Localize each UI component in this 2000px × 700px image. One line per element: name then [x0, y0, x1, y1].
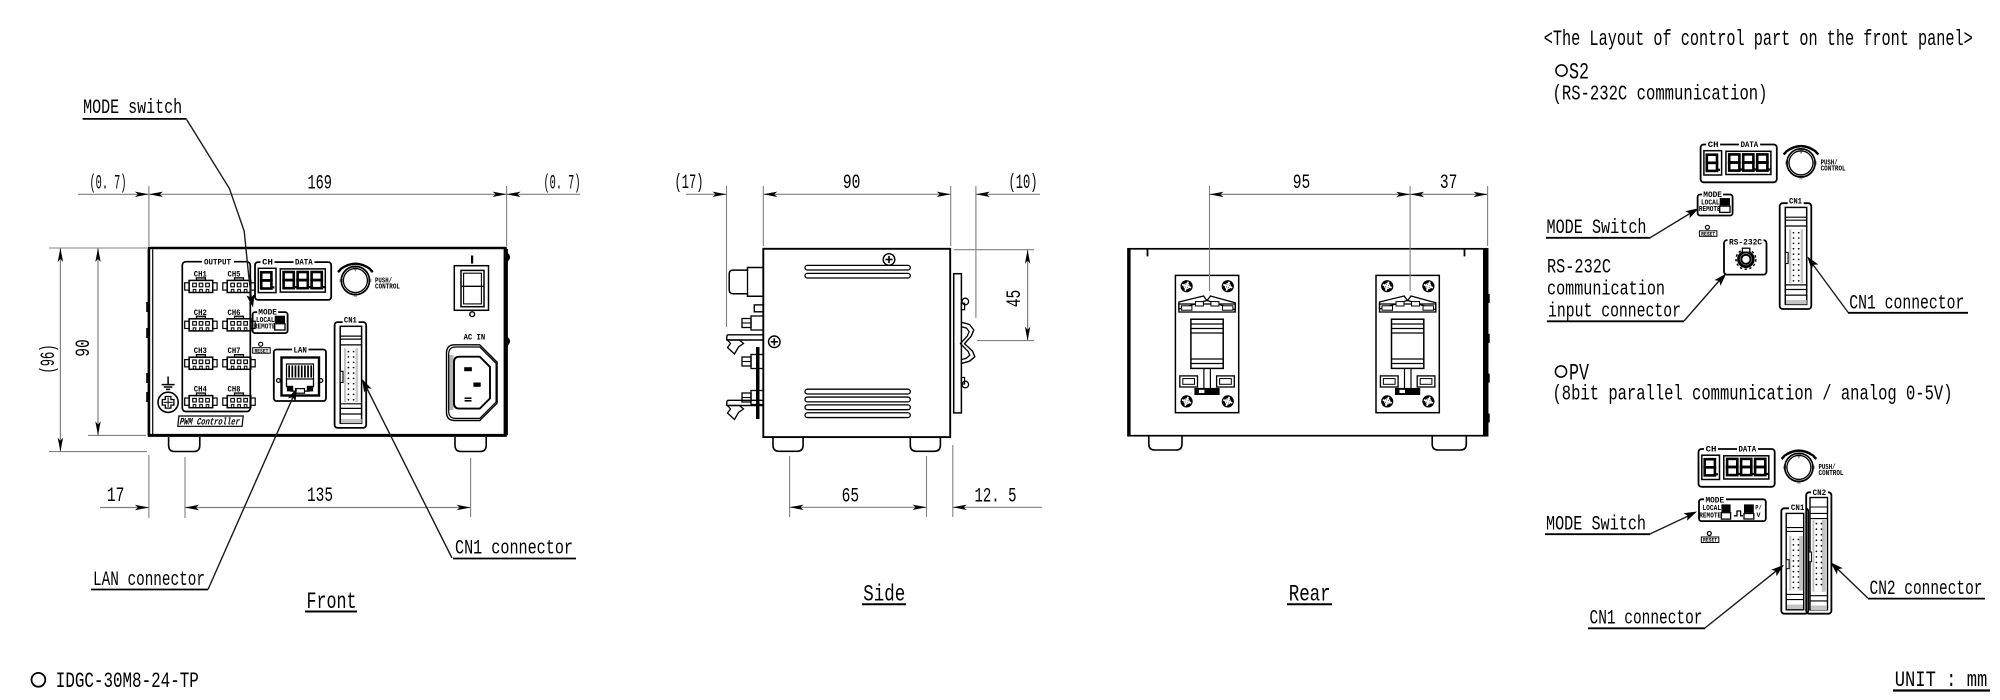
svg-text:RESET: RESET [1703, 537, 1718, 544]
svg-text:95: 95 [1293, 172, 1311, 195]
svg-text:(10): (10) [1009, 172, 1038, 195]
svg-text:Front: Front [307, 589, 357, 615]
svg-text:CH5: CH5 [228, 270, 241, 279]
svg-text:DATA: DATA [1741, 141, 1759, 150]
svg-text:CN1: CN1 [344, 317, 357, 326]
svg-text:LOCAL: LOCAL [1701, 199, 1720, 207]
svg-text:(8bit parallel communication /: (8bit parallel communication / analog 0-… [1553, 384, 1953, 407]
svg-text:MODE Switch: MODE Switch [1547, 217, 1647, 240]
svg-text:MODE: MODE [258, 309, 277, 318]
svg-text:REMOTE: REMOTE [1699, 206, 1721, 214]
svg-text:MODE: MODE [1706, 497, 1725, 506]
svg-text:12. 5: 12. 5 [975, 486, 1017, 509]
svg-text:(96): (96) [38, 345, 61, 374]
svg-text:CONTROL: CONTROL [1821, 166, 1846, 174]
svg-text:CONTROL: CONTROL [1819, 470, 1844, 478]
svg-text:V: V [1757, 512, 1761, 519]
svg-text:CH4: CH4 [194, 386, 207, 395]
svg-text:90: 90 [73, 339, 96, 357]
svg-text:REMOTE: REMOTE [1699, 512, 1721, 520]
svg-text:CN1 connector: CN1 connector [455, 538, 573, 561]
svg-text:135: 135 [307, 485, 333, 508]
svg-text:RESET: RESET [1701, 231, 1716, 238]
svg-text:65: 65 [842, 486, 860, 509]
svg-text:OUTPUT: OUTPUT [204, 259, 231, 268]
svg-text:MODE: MODE [1703, 191, 1722, 200]
svg-text:P/: P/ [1755, 505, 1762, 512]
svg-text:CH7: CH7 [228, 347, 241, 356]
svg-text:S2: S2 [1569, 60, 1589, 86]
svg-text:Side: Side [863, 582, 905, 608]
svg-text:CH3: CH3 [194, 347, 207, 356]
svg-text:(17): (17) [675, 172, 704, 195]
svg-text:CN1: CN1 [1789, 198, 1802, 207]
svg-text:AC IN: AC IN [464, 332, 486, 342]
svg-text:(RS-232C communication): (RS-232C communication) [1553, 84, 1768, 107]
svg-text:LAN: LAN [293, 346, 307, 355]
svg-text:PV: PV [1569, 361, 1589, 387]
svg-text:DATA: DATA [1739, 446, 1757, 455]
svg-text:MODE switch: MODE switch [83, 97, 182, 120]
svg-text:PWM Controller: PWM Controller [179, 417, 240, 428]
svg-text:CN1: CN1 [1791, 504, 1805, 513]
svg-text:17: 17 [107, 485, 125, 508]
svg-text:LOCAL: LOCAL [1702, 505, 1721, 513]
svg-text:IDGC-30M8-24-TP: IDGC-30M8-24-TP [56, 669, 199, 694]
svg-text:CH1: CH1 [194, 270, 207, 279]
svg-text:(0. 7): (0. 7) [90, 173, 127, 196]
svg-text:LOCAL: LOCAL [256, 317, 275, 325]
svg-text:CH: CH [1706, 446, 1717, 455]
svg-text:37: 37 [1440, 172, 1458, 195]
svg-text:CH: CH [1708, 141, 1719, 150]
svg-text:PUSH/: PUSH/ [375, 277, 392, 285]
svg-text:UNIT : mm: UNIT : mm [1895, 668, 1988, 693]
svg-text:90: 90 [843, 172, 861, 195]
svg-text:input connector: input connector [1548, 301, 1681, 324]
svg-text:45: 45 [1004, 290, 1027, 308]
svg-text:RS-232C: RS-232C [1729, 237, 1762, 247]
svg-text:169: 169 [307, 173, 332, 196]
svg-text:CH8: CH8 [228, 386, 241, 395]
svg-text:RS-232C: RS-232C [1547, 257, 1611, 280]
svg-text:CN1 connector: CN1 connector [1590, 608, 1703, 631]
svg-text:CH2: CH2 [194, 309, 207, 318]
svg-text:(0. 7): (0. 7) [544, 173, 581, 196]
svg-text:DATA: DATA [295, 259, 313, 268]
svg-text:REMOTE: REMOTE [254, 324, 276, 332]
svg-text:CH6: CH6 [228, 309, 241, 318]
svg-text:LAN connector: LAN connector [93, 569, 205, 592]
svg-text:communication: communication [1547, 279, 1665, 302]
svg-text:CN2: CN2 [1813, 489, 1827, 498]
svg-text:<The Layout of control part on: <The Layout of control part on the front… [1544, 27, 1973, 52]
svg-text:MODE Switch: MODE Switch [1546, 514, 1646, 537]
svg-text:CONTROL: CONTROL [375, 283, 400, 291]
svg-text:PUSH/: PUSH/ [1819, 464, 1836, 472]
svg-text:RESET: RESET [254, 347, 269, 354]
svg-text:PUSH/: PUSH/ [1821, 160, 1838, 168]
svg-text:CN2 connector: CN2 connector [1870, 578, 1983, 601]
svg-text:CH: CH [262, 259, 273, 268]
svg-text:Rear: Rear [1289, 582, 1331, 608]
svg-text:CN1 connector: CN1 connector [1849, 293, 1964, 316]
